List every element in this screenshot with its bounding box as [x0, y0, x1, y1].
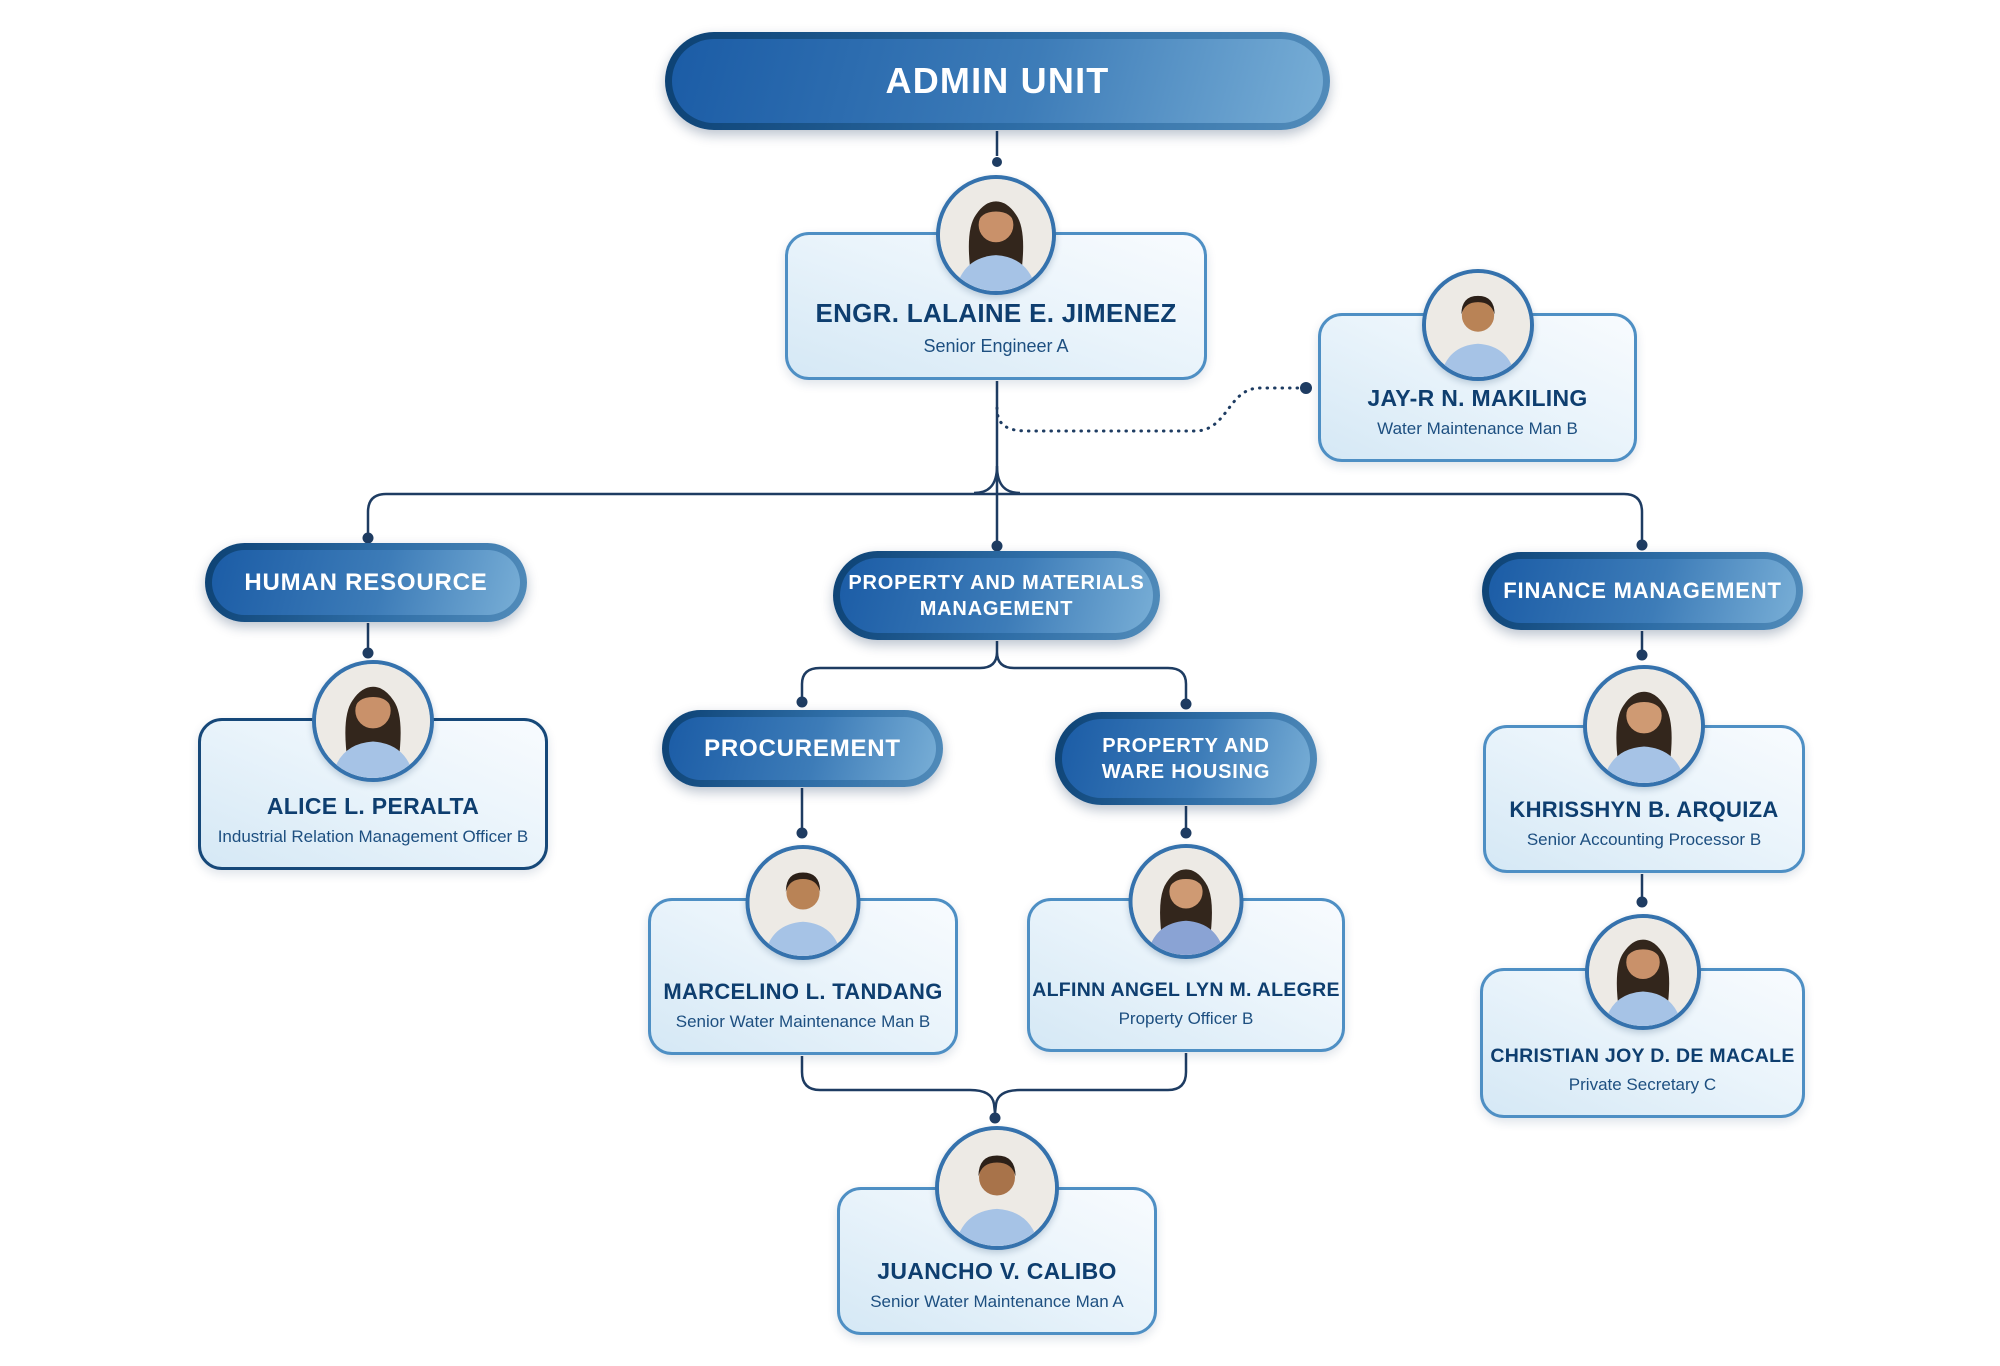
dept-pill-finance: FINANCE MANAGEMENT	[1482, 552, 1803, 630]
person-title: Senior Water Maintenance Man A	[870, 1292, 1124, 1311]
warehousing-label: PROPERTY AND WARE HOUSING	[1101, 734, 1271, 783]
person-name: CHRISTIAN JOY D. DE MACALE	[1490, 1045, 1795, 1067]
photo-arquiza	[1583, 665, 1705, 787]
photo-peralta	[312, 660, 434, 782]
person-card-tandang: MARCELINO L. TANDANG Senior Water Mainte…	[648, 845, 958, 1055]
photo-calibo	[935, 1126, 1059, 1250]
person-title: Senior Accounting Processor B	[1526, 830, 1762, 849]
photo-demacale	[1584, 914, 1701, 1030]
connector-distributor	[366, 492, 1644, 541]
property-materials-label: PROPERTY AND MATERIALS MANAGEMENT	[848, 571, 1145, 620]
person-card-alegre: ALFINN ANGEL LYN M. ALEGRE Property Offi…	[1027, 844, 1345, 1052]
section-pill-procurement-inner: PROCUREMENT	[669, 717, 936, 780]
connector-dotted-makiling	[995, 386, 1300, 433]
person-name: ALICE L. PERALTA	[266, 793, 480, 819]
person-card-arquiza: KHRISSHYN B. ARQUIZA Senior Accounting P…	[1483, 665, 1805, 873]
person-name: JAY-R N. MAKILING	[1367, 385, 1588, 411]
person-name: MARCELINO L. TANDANG	[663, 979, 943, 1004]
human-resource-label: HUMAN RESOURCE	[244, 568, 488, 596]
photo-tandang	[745, 845, 861, 960]
dept-pill-human-resource-inner: HUMAN RESOURCE	[212, 550, 520, 615]
person-title: Senior Water Maintenance Man B	[675, 1012, 931, 1031]
person-title: Senior Engineer A	[923, 336, 1069, 356]
dept-pill-finance-inner: FINANCE MANAGEMENT	[1489, 559, 1796, 623]
person-name: ENGR. LALAINE E. JIMENEZ	[815, 298, 1177, 328]
procurement-label: PROCUREMENT	[704, 734, 901, 762]
connector-dots	[362, 157, 1648, 1124]
person-card-peralta: ALICE L. PERALTA Industrial Relation Man…	[198, 660, 548, 870]
admin-unit-label: ADMIN UNIT	[885, 59, 1110, 101]
dept-pill-human-resource: HUMAN RESOURCE	[205, 543, 527, 622]
unit-pill-admin-inner: ADMIN UNIT	[672, 39, 1323, 123]
section-pill-warehousing-inner: PROPERTY AND WARE HOUSING	[1062, 719, 1310, 798]
photo-alegre	[1128, 844, 1244, 959]
person-title: Water Maintenance Man B	[1377, 419, 1578, 438]
person-card-makiling: JAY-R N. MAKILING Water Maintenance Man …	[1318, 269, 1637, 462]
section-pill-warehousing: PROPERTY AND WARE HOUSING	[1055, 712, 1317, 805]
person-title: Property Officer B	[1118, 1009, 1254, 1028]
person-card-demacale: CHRISTIAN JOY D. DE MACALE Private Secre…	[1480, 914, 1805, 1118]
person-title: Industrial Relation Management Officer B	[217, 827, 529, 846]
person-name: ALFINN ANGEL LYN M. ALEGRE	[1032, 979, 1340, 1001]
finance-management-label: FINANCE MANAGEMENT	[1503, 577, 1782, 603]
connector-join-calibo	[800, 1053, 1188, 1114]
person-name: KHRISSHYN B. ARQUIZA	[1509, 797, 1779, 822]
section-pill-procurement: PROCUREMENT	[662, 710, 943, 787]
dept-pill-property-materials-inner: PROPERTY AND MATERIALS MANAGEMENT	[840, 558, 1153, 633]
photo-jimenez	[936, 175, 1056, 295]
photo-makiling	[1421, 269, 1534, 381]
dept-pill-property-materials: PROPERTY AND MATERIALS MANAGEMENT	[833, 551, 1160, 640]
person-card-calibo: JUANCHO V. CALIBO Senior Water Maintenan…	[837, 1126, 1157, 1335]
unit-pill-admin: ADMIN UNIT	[665, 32, 1330, 130]
person-title: Private Secretary C	[1568, 1075, 1717, 1094]
connector-pmm-split	[800, 641, 1188, 699]
person-card-jimenez: ENGR. LALAINE E. JIMENEZ Senior Engineer…	[785, 175, 1207, 380]
person-name: JUANCHO V. CALIBO	[877, 1258, 1117, 1284]
